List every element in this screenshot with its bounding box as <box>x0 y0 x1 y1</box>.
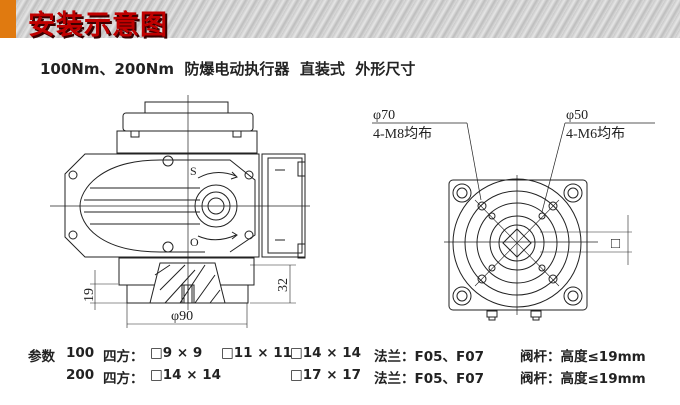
close-mark: O <box>190 235 199 249</box>
square-label: 四方： <box>103 371 144 387</box>
subtitle: 100Nm、200Nm 防爆电动执行器 直装式 外形尺寸 <box>40 60 416 78</box>
page-title: 安装示意图 <box>28 10 168 41</box>
depth-dimension: 19 <box>82 288 97 302</box>
screw-icons <box>68 155 254 253</box>
height-dimension: 32 <box>276 278 291 292</box>
flange: 法兰：F05、F07 <box>374 371 485 387</box>
front-view: S O 32 19 φ90 <box>50 95 310 328</box>
hole-circle-2-bolts: 4-M6均布 <box>566 126 625 142</box>
corner-bolt-icons <box>452 183 583 306</box>
bottom-view: φ70 4-M8均布 φ50 4-M6均布 □ <box>372 108 655 321</box>
params-label: 参数 <box>28 349 55 365</box>
hole-circle-2-diameter: φ50 <box>566 108 588 123</box>
accent-bar <box>0 0 16 38</box>
mount-hole-icons <box>477 201 558 284</box>
flange: 法兰：F05、F07 <box>374 349 485 365</box>
square-label: 四方： <box>103 349 144 365</box>
square-size: □17 × 17 <box>290 367 362 383</box>
square-size: □11 × 11 <box>221 345 293 361</box>
square-size: □14 × 14 <box>290 345 362 361</box>
diameter-dimension: φ90 <box>171 309 193 324</box>
open-mark: S <box>190 164 197 178</box>
square-size: □9 × 9 <box>150 345 203 361</box>
stem: 阀杆：高度≤19mm <box>520 349 646 365</box>
model: 200 <box>66 367 95 383</box>
hole-circle-1-bolts: 4-M8均布 <box>373 126 432 142</box>
hole-circle-1-diameter: φ70 <box>373 108 395 123</box>
model: 100 <box>66 345 95 361</box>
square-size: □14 × 14 <box>150 367 222 383</box>
stem: 阀杆：高度≤19mm <box>520 371 646 387</box>
header-banner: 安装示意图 <box>0 0 680 41</box>
square-drive-symbol: □ <box>611 236 620 252</box>
